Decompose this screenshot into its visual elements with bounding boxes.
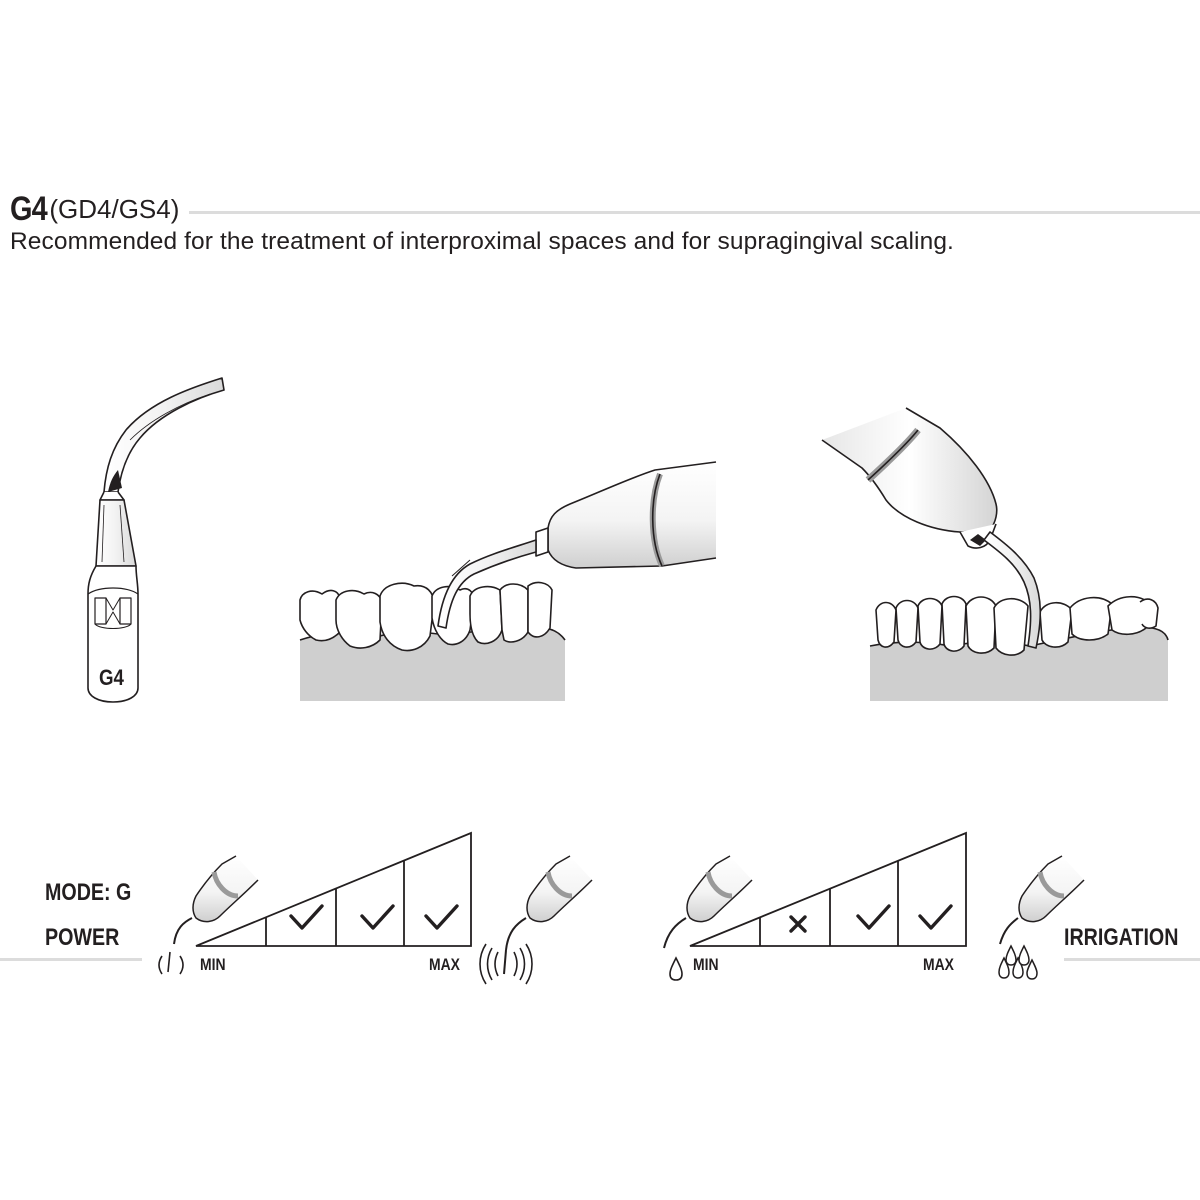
- model-title: G4: [10, 189, 48, 228]
- power-triangle: [195, 831, 472, 947]
- irrigation-max-handpiece-icon: [999, 855, 1085, 945]
- cross-icon: [789, 915, 807, 933]
- irrigation-panel: [663, 831, 1200, 981]
- power-max-label: MAX: [429, 955, 460, 974]
- irrigation-baseline-rule: [1064, 958, 1200, 961]
- vibration-min-icon: [158, 951, 184, 975]
- power-min-label: MIN: [200, 955, 226, 974]
- irrigation-triangle: [689, 831, 967, 947]
- irrigation-min-label: MIN: [693, 955, 719, 974]
- model-variants: (GD4/GS4): [49, 193, 180, 224]
- irrigation-min-handpiece-icon: [663, 855, 753, 949]
- lower-jaw-illustration: [299, 461, 717, 701]
- vibration-max-icon: [479, 943, 533, 985]
- power-label: POWER: [45, 924, 120, 951]
- description: Recommended for the treatment of interpr…: [10, 228, 954, 255]
- scaler-tip-drawing: [87, 377, 225, 703]
- power-baseline-rule: [0, 958, 142, 961]
- check-icon: [856, 904, 953, 930]
- power-max-handpiece-icon: [505, 855, 593, 951]
- irrigation-max-label: MAX: [923, 955, 954, 974]
- power-min-handpiece-icon: [173, 855, 259, 945]
- water-drop-icon: [669, 956, 683, 981]
- water-drops-icon: [998, 944, 1038, 980]
- title-rule: [189, 210, 1200, 214]
- header: G4 (GD4/GS4) Recommended for the treatme…: [10, 190, 1200, 256]
- irrigation-label: IRRIGATION: [1064, 924, 1179, 951]
- check-icon: [289, 904, 459, 930]
- upper-angle-illustration: [821, 407, 1169, 701]
- title-row: G4 (GD4/GS4): [10, 190, 1200, 228]
- mode-label: MODE: G: [45, 879, 132, 906]
- tip-label: G4: [99, 667, 125, 691]
- power-panel: [0, 831, 593, 985]
